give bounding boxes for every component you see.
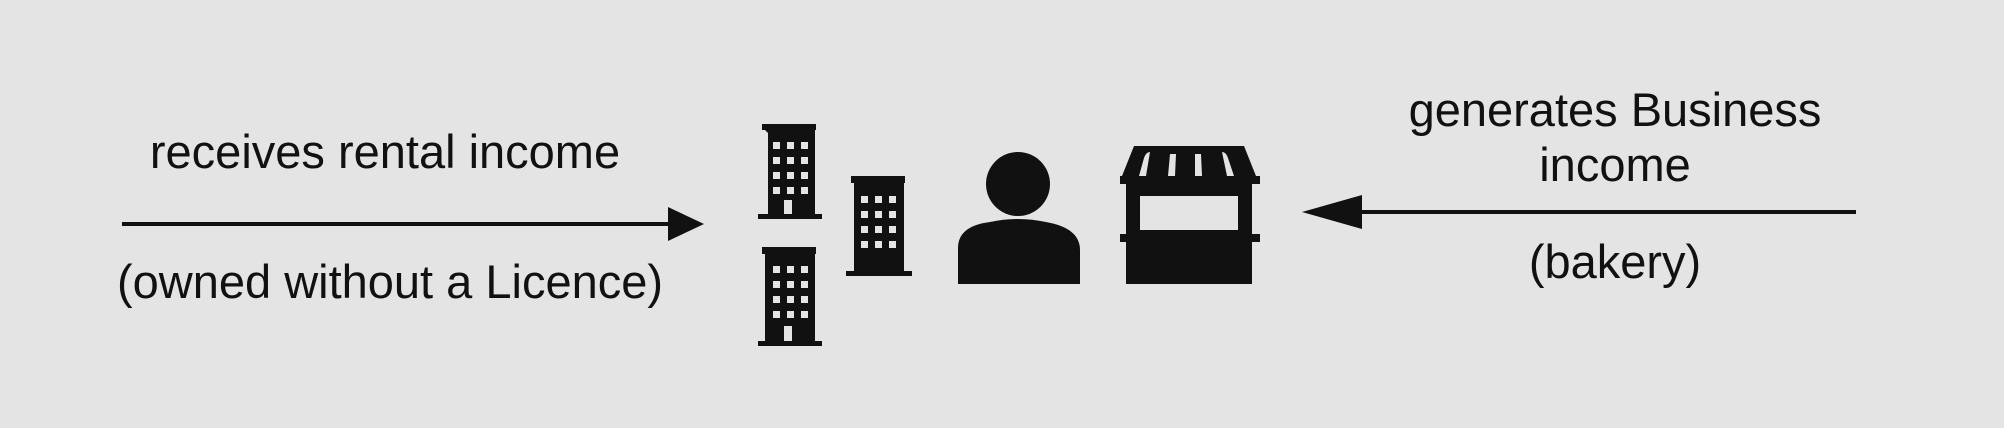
business-type-label: (bakery) xyxy=(1528,235,1702,288)
business-income-label-line1: generates Business xyxy=(1408,83,1822,136)
business-income-label-line2: income xyxy=(1539,138,1691,192)
building-icon xyxy=(846,176,912,276)
rental-condition-label: (owned without a Licence) xyxy=(116,255,664,308)
rental-income-label: receives rental income xyxy=(149,125,621,178)
rental-income-arrow xyxy=(122,207,704,241)
business-income-label: generates Business income xyxy=(1310,82,1920,193)
person-icon xyxy=(958,152,1080,284)
building-icon xyxy=(758,124,822,219)
business-income-arrow xyxy=(1302,195,1856,229)
storefront-icon xyxy=(1120,146,1260,284)
building-icon xyxy=(758,247,822,346)
